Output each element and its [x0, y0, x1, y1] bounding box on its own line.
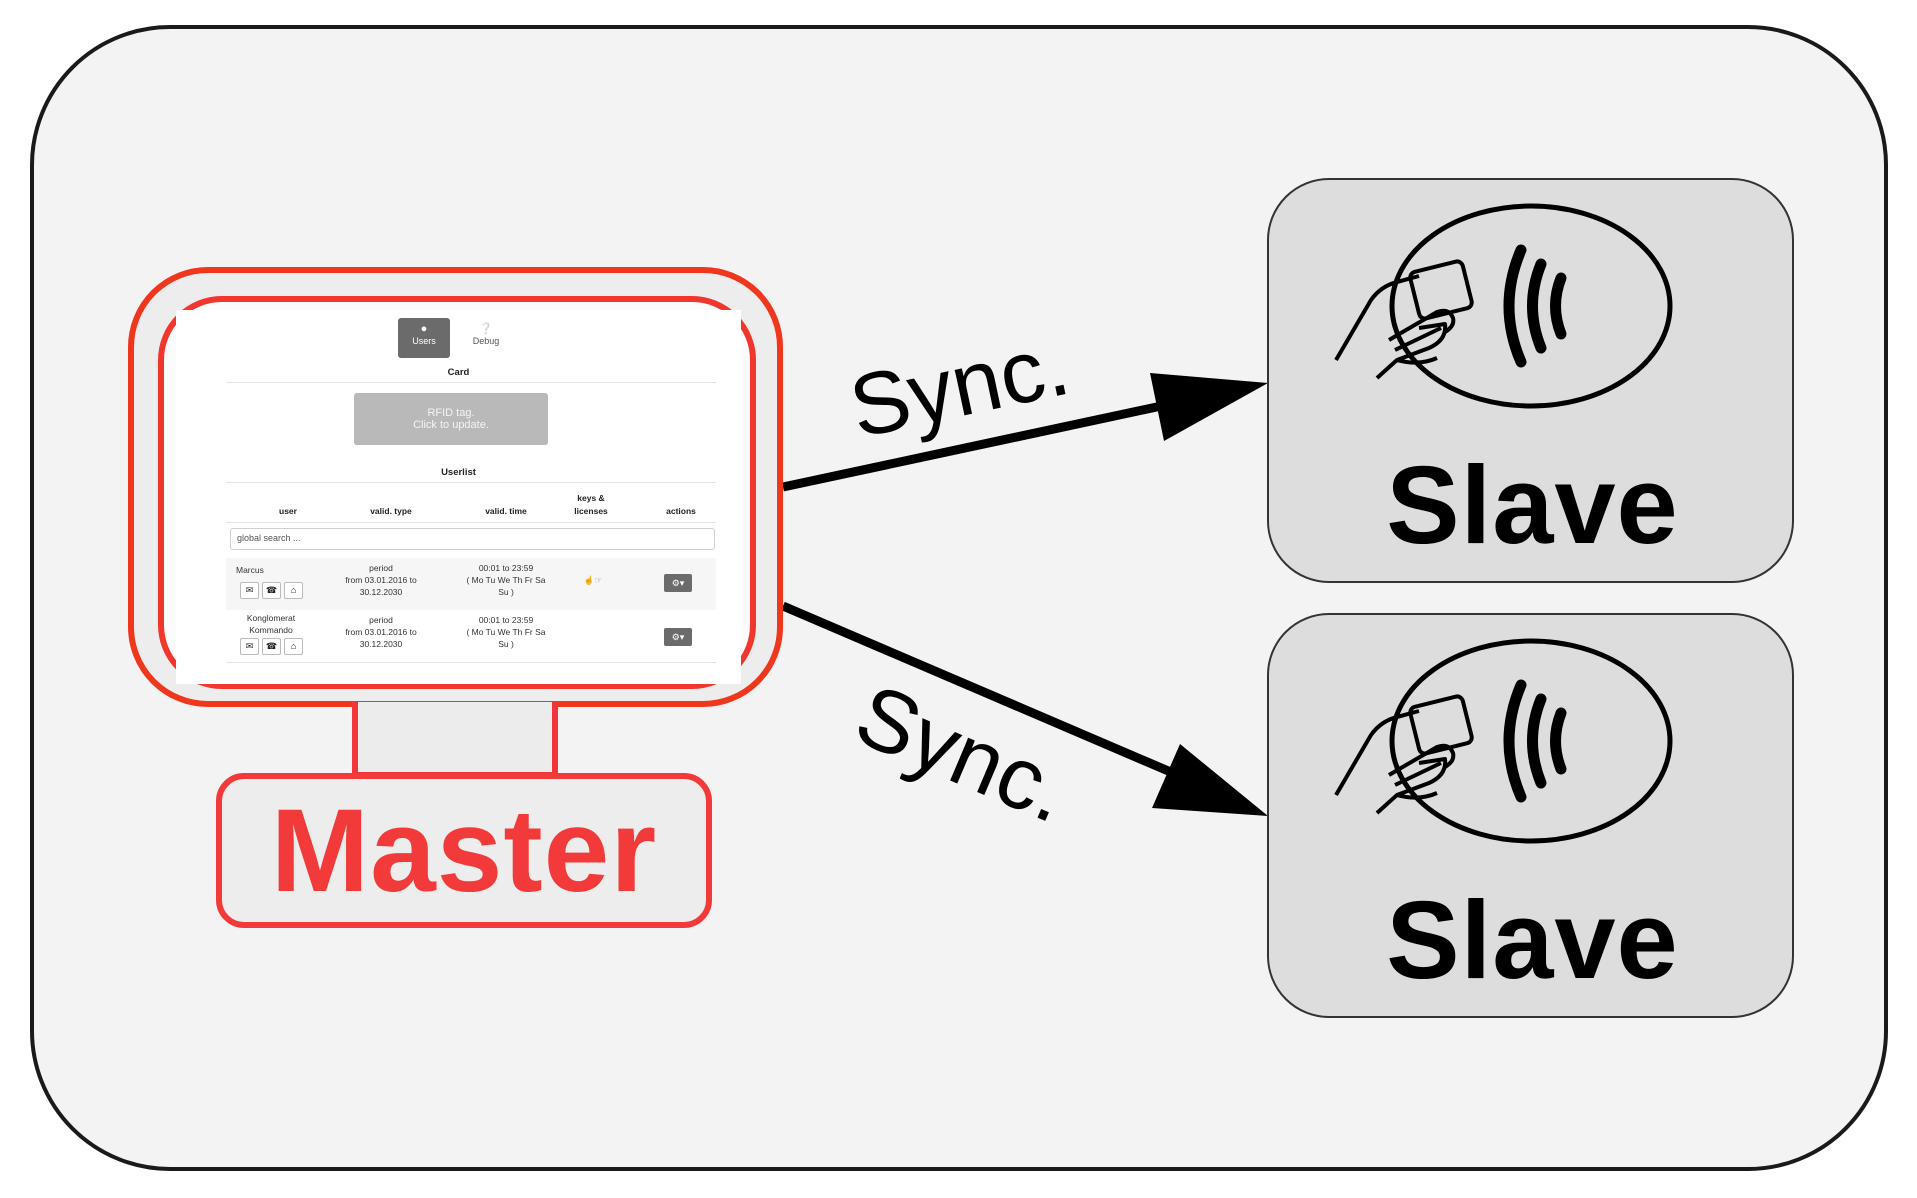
- valid-time-cell: 00:01 to 23:59 ( Mo Tu We Th Fr Sa Su ): [451, 562, 561, 598]
- tab-debug[interactable]: ❔ Debug: [460, 318, 512, 358]
- arrowhead-bottom: [1152, 744, 1268, 816]
- slave-label: Slave: [1386, 879, 1679, 1002]
- valid-time-line: 00:01 to 23:59: [478, 563, 534, 573]
- contactless-card-icon: [1334, 638, 1673, 844]
- userlist-heading: Userlist: [441, 467, 476, 478]
- valid-time-line: 00:01 to 23:59: [478, 615, 534, 625]
- question-icon: ❔: [479, 323, 493, 335]
- gear-icon: ⚙▾: [671, 578, 685, 588]
- slave-label: Slave: [1386, 444, 1679, 567]
- phone-icon[interactable]: ☎: [262, 582, 281, 599]
- valid-time-line: ( Mo Tu We Th Fr Sa: [466, 575, 546, 585]
- global-search-input[interactable]: global search ...: [230, 528, 715, 550]
- sync-edge-top: Sync.: [782, 314, 1268, 492]
- rfid-update-button[interactable]: RFID tag. Click to update.: [354, 393, 548, 445]
- slave-node-2: Slave: [1267, 613, 1794, 1018]
- row-actions-button[interactable]: ⚙▾: [664, 628, 692, 646]
- user-name: Marcus: [236, 565, 264, 575]
- user-contact-buttons: ✉ ☎ ⌂: [240, 638, 303, 655]
- tab-users[interactable]: ● Users: [398, 318, 450, 358]
- table-row[interactable]: Konglomerat Kommando ✉ ☎ ⌂ period from 0…: [226, 610, 716, 662]
- valid-type-line: period: [369, 615, 393, 625]
- column-header-user: user: [279, 506, 297, 516]
- valid-type-line: 30.12.2030: [359, 639, 403, 649]
- valid-type-cell: period from 03.01.2016 to 30.12.2030: [326, 614, 436, 650]
- mail-icon[interactable]: ✉: [240, 582, 259, 599]
- home-icon[interactable]: ⌂: [284, 638, 303, 655]
- master-label: Master: [270, 784, 658, 917]
- column-header-valid-type: valid. type: [370, 506, 412, 516]
- phone-icon[interactable]: ☎: [262, 638, 281, 655]
- valid-type-line: from 03.01.2016 to: [345, 575, 417, 585]
- arrowhead-top: [1150, 373, 1268, 441]
- divider: [226, 382, 716, 383]
- user-name: Konglomerat Kommando: [236, 612, 306, 636]
- divider: [226, 482, 716, 483]
- sync-label-bottom: Sync.: [843, 664, 1084, 841]
- user-name-line: Konglomerat: [246, 613, 296, 623]
- valid-type-line: from 03.01.2016 to: [345, 627, 417, 637]
- divider: [226, 522, 716, 523]
- valid-type-line: 30.12.2030: [359, 587, 403, 597]
- column-header-licenses: licenses: [574, 506, 608, 516]
- contactless-card-icon: [1334, 203, 1673, 409]
- column-header-valid-time: valid. time: [485, 506, 527, 516]
- tab-debug-label: Debug: [472, 336, 500, 346]
- user-contact-buttons: ✉ ☎ ⌂: [240, 582, 303, 599]
- mail-icon[interactable]: ✉: [240, 638, 259, 655]
- valid-type-line: period: [369, 563, 393, 573]
- tab-users-label: Users: [412, 336, 436, 346]
- row-actions-button[interactable]: ⚙▾: [664, 574, 692, 592]
- keys-icon: ☝☞: [583, 575, 603, 585]
- divider: [226, 662, 716, 663]
- rfid-line-2: Click to update.: [413, 419, 489, 431]
- column-header-keys: keys &: [577, 493, 605, 503]
- master-node: Master: [216, 773, 712, 928]
- home-icon[interactable]: ⌂: [284, 582, 303, 599]
- table-row[interactable]: Marcus ✉ ☎ ⌂ period from 03.01.2016 to 3…: [226, 558, 716, 610]
- valid-time-line: Su ): [498, 639, 514, 649]
- sync-edge-bottom: Sync.: [781, 601, 1268, 841]
- master-screen: ● Users ❔ Debug Card RFID tag. Click to …: [176, 310, 741, 684]
- master-monitor-neck: [352, 702, 558, 778]
- gear-icon: ⚙▾: [671, 632, 685, 642]
- user-icon: ●: [420, 323, 428, 335]
- valid-time-line: ( Mo Tu We Th Fr Sa: [466, 627, 546, 637]
- slave-node-1: Slave: [1267, 178, 1794, 583]
- valid-time-line: Su ): [498, 587, 514, 597]
- column-header-actions: actions: [666, 506, 696, 516]
- valid-type-cell: period from 03.01.2016 to 30.12.2030: [326, 562, 436, 598]
- rfid-line-1: RFID tag.: [427, 407, 475, 419]
- user-name-line: Kommando: [249, 625, 293, 635]
- card-heading: Card: [447, 367, 470, 378]
- valid-time-cell: 00:01 to 23:59 ( Mo Tu We Th Fr Sa Su ): [451, 614, 561, 650]
